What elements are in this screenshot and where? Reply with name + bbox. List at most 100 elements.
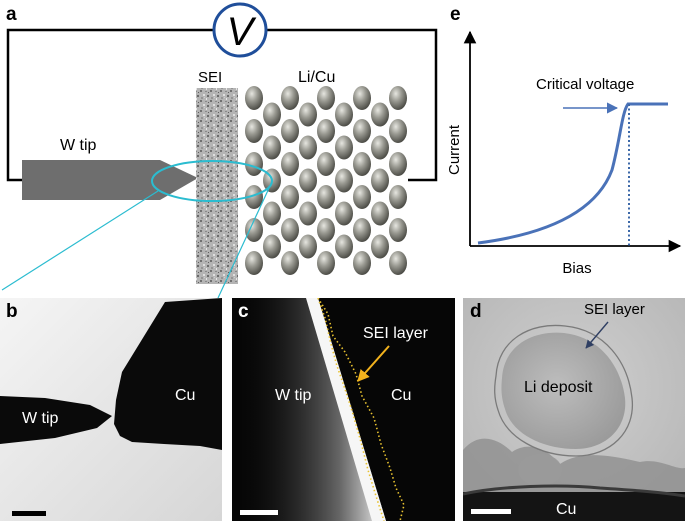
- w-tip-label: W tip: [60, 137, 97, 154]
- cu-label-b: Cu: [175, 387, 195, 404]
- cu-surface-edge: [463, 484, 685, 498]
- zoom-line-right: [217, 185, 271, 299]
- lattice-atom: [317, 152, 335, 176]
- scale-bar: [240, 510, 278, 515]
- lattice-atom: [263, 234, 281, 259]
- panel-d: d SEI layer Li deposit Cu: [463, 298, 685, 521]
- lattice-atom: [389, 218, 407, 242]
- li-deposit-label: Li deposit: [524, 379, 593, 396]
- lattice-atom: [335, 135, 353, 160]
- w-tip-label-b: W tip: [22, 410, 59, 427]
- lattice-atom: [371, 135, 389, 160]
- lattice-atom: [299, 102, 317, 127]
- lattice-atom: [389, 152, 407, 176]
- cu-label-c: Cu: [391, 387, 411, 404]
- lattice-atom: [317, 86, 335, 110]
- panel-e: e Current Bias Critical voltage: [446, 4, 682, 277]
- lattice-atom: [281, 185, 299, 209]
- sei-layer-boundary-outer: [317, 298, 405, 521]
- panel-letter-a: a: [6, 4, 17, 25]
- lattice-atom: [389, 86, 407, 110]
- zoom-region-highlight: [151, 160, 273, 202]
- lattice-atom: [245, 152, 263, 176]
- y-axis-label: Current: [446, 124, 463, 175]
- x-axis-label: Bias: [562, 260, 591, 277]
- lattice-atom: [317, 185, 335, 209]
- lattice-atom: [245, 251, 263, 275]
- panel-letter-b: b: [6, 301, 18, 322]
- lattice-atom: [245, 119, 263, 143]
- lattice-atom: [317, 218, 335, 242]
- sei-layer-arrow-d: [585, 321, 609, 349]
- lattice-atom: [335, 102, 353, 127]
- panel-a: a V W tip SEI Li/Cu: [1, 2, 438, 299]
- circuit-wire: [6, 28, 438, 182]
- lattice-atom: [299, 201, 317, 226]
- lattice-atom: [353, 218, 371, 242]
- w-tip-glow: [232, 298, 386, 521]
- voltmeter: V: [212, 2, 268, 58]
- lattice-atom: [281, 119, 299, 143]
- cu-substrate: [114, 298, 222, 450]
- zoom-line-left: [1, 190, 159, 291]
- lattice-atom: [263, 135, 281, 160]
- lattice-atom: [335, 168, 353, 193]
- lattice-atom: [353, 251, 371, 275]
- w-tip-edge: [306, 298, 386, 521]
- iv-curve: [477, 102, 668, 245]
- sei-label: SEI: [198, 69, 222, 86]
- lattice-atom: [263, 102, 281, 127]
- w-tip: [22, 160, 198, 200]
- lattice-atom: [281, 251, 299, 275]
- lattice-atom: [281, 86, 299, 110]
- panel-letter-c: c: [238, 301, 249, 322]
- lattice-atom: [245, 185, 263, 209]
- lattice-atom: [371, 168, 389, 193]
- lattice-atom: [263, 201, 281, 226]
- lattice-atom: [353, 185, 371, 209]
- panel-b: b W tip Cu: [0, 298, 222, 521]
- lattice-atom: [299, 135, 317, 160]
- lattice-atom: [245, 218, 263, 242]
- debris: [463, 438, 685, 500]
- sei-layer-shell: [494, 324, 634, 457]
- lattice-atom: [371, 234, 389, 259]
- panel-c: c SEI layer W tip Cu: [232, 298, 455, 521]
- lattice-atom: [317, 119, 335, 143]
- lattice-atom: [245, 86, 263, 110]
- cu-substrate-d: [463, 492, 685, 521]
- voltmeter-symbol: V: [227, 10, 257, 54]
- panel-letter-e: e: [450, 4, 461, 25]
- sei-layer-label-d: SEI layer: [584, 301, 645, 318]
- li-deposit: [501, 332, 626, 449]
- sei-layer-boundary-inner: [317, 298, 385, 521]
- lattice-atom: [335, 234, 353, 259]
- lattice-atom: [389, 185, 407, 209]
- sei-layer-label-c: SEI layer: [363, 325, 429, 342]
- lattice-atom: [353, 152, 371, 176]
- electrode-label: Li/Cu: [298, 69, 335, 86]
- lattice-atom: [335, 201, 353, 226]
- lattice-atom: [281, 218, 299, 242]
- panel-letter-d: d: [470, 301, 482, 322]
- lattice-atom: [353, 119, 371, 143]
- scale-bar: [471, 509, 511, 514]
- lattice-atom: [371, 102, 389, 127]
- lattice-atom: [371, 201, 389, 226]
- lattice-atom: [389, 251, 407, 275]
- lattice-atom: [299, 234, 317, 259]
- w-tip-label-c: W tip: [275, 387, 312, 404]
- lattice-atom: [353, 86, 371, 110]
- lattice-atom: [317, 251, 335, 275]
- lattice-atom: [389, 119, 407, 143]
- lattice-atom: [299, 168, 317, 193]
- cu-label-d: Cu: [556, 501, 576, 518]
- sei-layer-arrow: [357, 345, 390, 382]
- scale-bar: [12, 511, 46, 516]
- lattice-atom: [281, 152, 299, 176]
- li-cu-lattice: [245, 86, 407, 275]
- small-particle: [518, 454, 562, 486]
- sei-slab: [196, 88, 238, 284]
- critical-voltage-label: Critical voltage: [536, 76, 634, 93]
